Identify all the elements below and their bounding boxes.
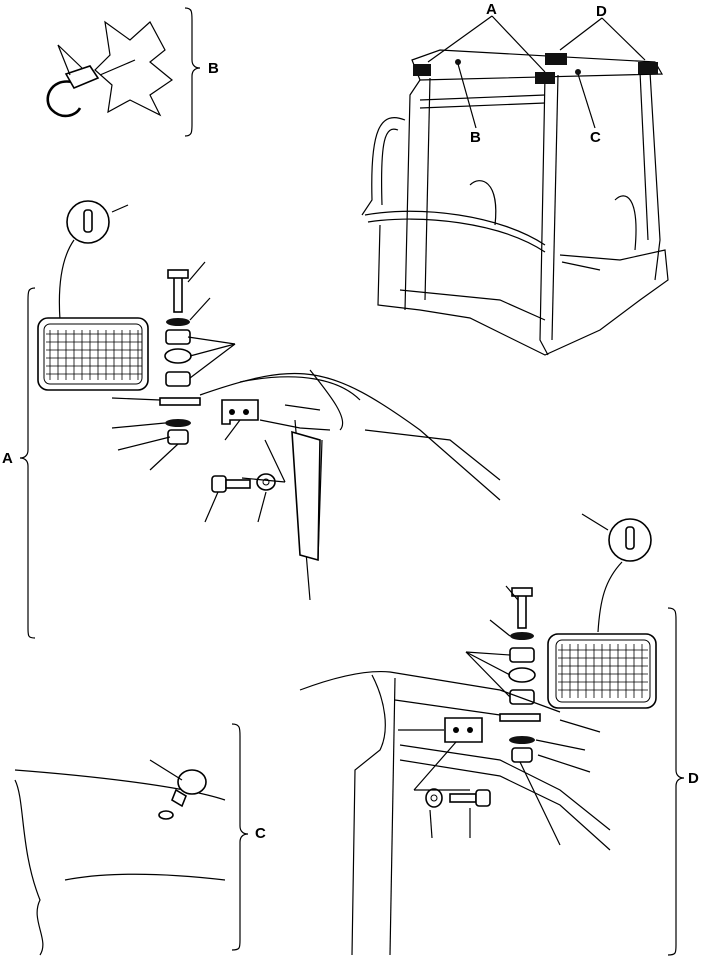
section-label-a: A xyxy=(2,450,13,467)
bracket-c xyxy=(231,723,249,951)
bracket-a xyxy=(19,287,36,639)
section-label-d: D xyxy=(688,770,699,787)
detail-c-knob xyxy=(14,759,226,956)
callout-lines-top xyxy=(427,15,646,129)
callout-a-top: A xyxy=(486,1,497,18)
detail-b-clip xyxy=(46,20,174,118)
bracket-b xyxy=(184,7,201,137)
callout-d-top: D xyxy=(596,3,607,20)
callout-b-cab: B xyxy=(470,129,481,146)
bracket-d xyxy=(667,607,685,956)
detail-a-lamp xyxy=(37,200,501,601)
section-label-b: B xyxy=(208,60,219,77)
callout-c-cab: C xyxy=(590,129,601,146)
cab-overview xyxy=(361,49,669,356)
detail-d-lamp xyxy=(299,513,657,956)
section-label-c: C xyxy=(255,825,266,842)
